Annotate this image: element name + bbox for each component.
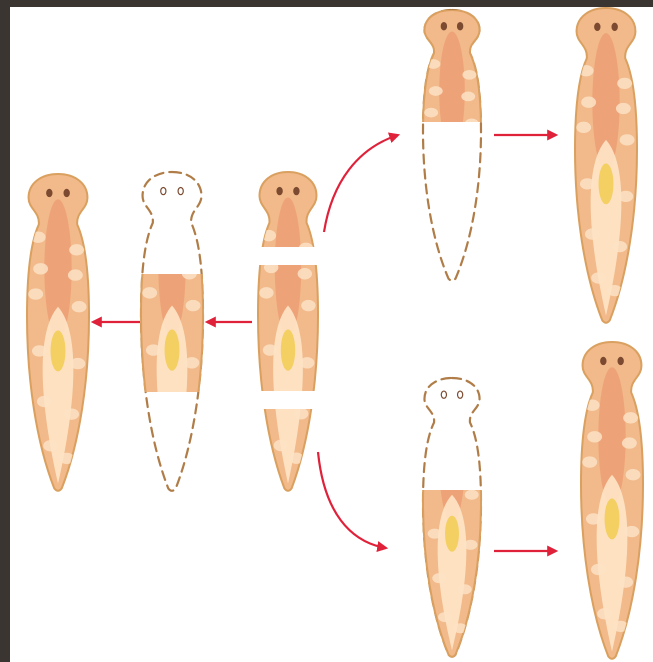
- pharynx-core: [51, 330, 66, 371]
- cut-into-three-pieces: [250, 172, 330, 491]
- eye-spots: [441, 391, 462, 398]
- cut-gap-upper: [250, 247, 330, 265]
- regenerated-middle-piece: [27, 174, 89, 491]
- pharynx-core: [599, 163, 614, 204]
- regenerated-head-piece: [575, 8, 637, 323]
- whole-to-head-piece-curved-arrow: [324, 135, 398, 232]
- eye-spots: [161, 187, 184, 194]
- regenerated-tail-piece: [581, 342, 643, 659]
- pharynx-core: [281, 329, 295, 370]
- diagram-canvas: [10, 7, 653, 662]
- middle-piece: [141, 172, 203, 491]
- planarian-regeneration-diagram: [10, 7, 653, 662]
- whole-to-tail-piece-curved-arrow: [318, 452, 386, 548]
- head-piece: [423, 10, 481, 281]
- pharynx-core: [605, 498, 620, 539]
- tail-piece: [423, 378, 481, 657]
- pharynx-core: [445, 144, 459, 179]
- pharynx-core: [165, 329, 180, 370]
- pharynx: [438, 123, 467, 274]
- cut-gap-lower: [250, 391, 330, 409]
- pharynx-core: [445, 516, 459, 552]
